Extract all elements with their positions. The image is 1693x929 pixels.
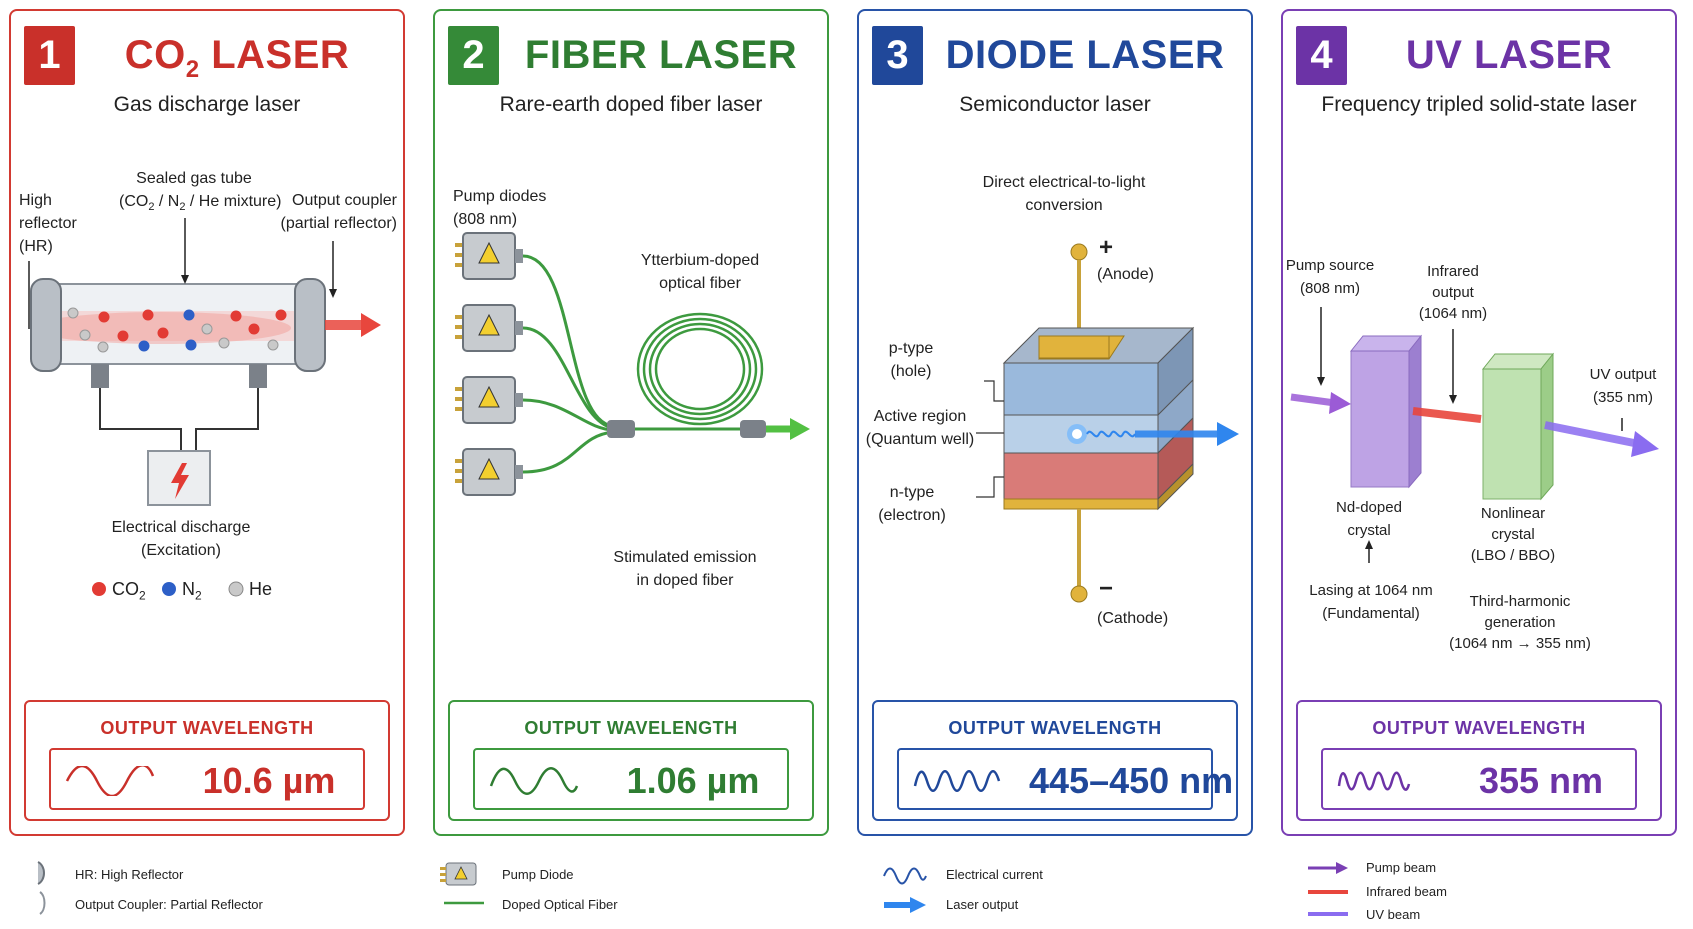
legend-pump-diode: Pump Diode [502, 867, 574, 882]
output-wavelength-value: 445–450 nm [1029, 760, 1234, 801]
pump-beam-arrowhead [1336, 862, 1348, 874]
panel-subtitle: Rare-earth doped fiber laser [499, 93, 763, 116]
output-wavelength-value: 10.6 µm [202, 760, 336, 801]
legend-n2: N2 [182, 579, 202, 603]
output-wavelength-box: OUTPUT WAVELENGTH 445–450 nm [872, 700, 1238, 821]
wave-icon [65, 766, 155, 796]
output-wavelength-label: OUTPUT WAVELENGTH [948, 718, 1162, 738]
n-type-label: n-type (electron) [878, 484, 946, 524]
cathode-sign: − [1099, 575, 1114, 602]
wave-icon [913, 770, 1001, 792]
panel-subtitle: Semiconductor laser [959, 93, 1151, 116]
panel-subtitle: Gas discharge laser [113, 93, 301, 116]
output-coupler-label: Output coupler (partial reflector) [280, 192, 397, 232]
output-wavelength-label: OUTPUT WAVELENGTH [1372, 718, 1586, 738]
output-wavelength-label: OUTPUT WAVELENGTH [524, 718, 738, 738]
output-wavelength-box: OUTPUT WAVELENGTH 355 nm [1296, 700, 1662, 821]
fiber-laser-diagram [455, 232, 810, 496]
electrical-discharge-label: Electrical discharge (Excitation) [111, 519, 251, 559]
panel-title: UV LASER [1405, 33, 1613, 77]
anode-label: (Anode) [1097, 266, 1154, 283]
pump-source-label: Pump source (808 nm) [1285, 257, 1375, 297]
gas-molecules [67, 307, 287, 353]
stimulated-emission-label: Stimulated emission in doped fiber [613, 549, 757, 589]
diode-laser-panel: 3 DIODE LASER Semiconductor laser Direct… [857, 9, 1253, 836]
uv-laser-diagram [1290, 307, 1659, 563]
output-coupler-icon [39, 891, 46, 915]
legend-infrared-beam: Infrared beam [1366, 884, 1447, 899]
panel-title: FIBER LASER [524, 33, 798, 77]
uv-laser-panel: 4 UV LASER Frequency tripled solid-state… [1281, 9, 1677, 836]
cathode-label: (Cathode) [1097, 610, 1169, 627]
infrared-output-label: Infrared output (1064 nm) [1418, 263, 1488, 322]
output-wavelength-value: 355 nm [1478, 760, 1604, 801]
co2-laser-diagram [28, 218, 381, 597]
p-type-label: p-type (hole) [888, 340, 934, 380]
pump-diode-icon [440, 862, 477, 886]
uv-output-label: UV output (355 nm) [1589, 366, 1657, 406]
legend-doped-fiber: Doped Optical Fiber [502, 897, 618, 912]
output-wavelength-value: 1.06 µm [626, 760, 760, 801]
legend-uv-beam: UV beam [1366, 907, 1421, 922]
panel-number-badge: 2 [448, 26, 499, 85]
output-wavelength-value-box: 1.06 µm [473, 748, 789, 810]
active-region-label: Active region (Quantum well) [865, 408, 975, 448]
legend-pump-beam: Pump beam [1366, 860, 1437, 875]
laser-output-arrowhead [910, 897, 926, 913]
panel-number-badge: 4 [1296, 26, 1347, 85]
legend-icons [37, 861, 1348, 916]
legend-he: He [249, 579, 273, 599]
third-harmonic-label: Third-harmonic generation (1064 nm → 355… [1449, 593, 1591, 652]
fiber-label: Ytterbium-doped optical fiber [640, 252, 760, 292]
output-wavelength-box: OUTPUT WAVELENGTH 10.6 µm [24, 700, 390, 821]
nd-crystal-label: Nd-doped crystal [1336, 499, 1402, 539]
output-wavelength-label: OUTPUT WAVELENGTH [100, 718, 314, 738]
anode-sign: + [1099, 234, 1114, 261]
panel-title: DIODE LASER [945, 33, 1225, 77]
co2-laser-panel: 1 CO2 LASER Gas discharge laser Sealed g… [9, 9, 405, 836]
legend-oc: Output Coupler: Partial Reflector [75, 897, 263, 912]
output-wavelength-value-box: 445–450 nm [897, 748, 1234, 810]
high-reflector-label: High reflector (HR) [19, 192, 77, 255]
pump-diode-icons [455, 232, 523, 496]
wave-icon [1337, 771, 1411, 791]
gas-tube-label: Sealed gas tube (CO2 / N2 / He mixture) [119, 170, 282, 214]
lasing-label: Lasing at 1064 nm (Fundamental) [1309, 582, 1433, 622]
legend-hr: HR: High Reflector [75, 867, 184, 882]
output-wavelength-value-box: 10.6 µm [49, 748, 365, 810]
fiber-laser-panel: 2 FIBER LASER Rare-earth doped fiber las… [433, 9, 829, 836]
panel-subtitle: Frequency tripled solid-state laser [1321, 93, 1637, 116]
conversion-label: Direct electrical-to-light conversion [982, 174, 1146, 214]
nonlinear-crystal-label: Nonlinear crystal (LBO / BBO) [1470, 505, 1556, 564]
output-wavelength-value-box: 355 nm [1321, 748, 1637, 810]
fiber-coil [636, 312, 764, 426]
panel-number-badge: 3 [872, 26, 923, 85]
panel-number-badge: 1 [24, 26, 75, 85]
legend-laser-output: Laser output [946, 897, 1019, 912]
pump-diodes-label: Pump diodes (808 nm) [453, 188, 547, 228]
legend-co2: CO2 [112, 579, 146, 603]
hr-mirror-icon [37, 861, 45, 885]
panel-title: CO2 LASER [124, 33, 350, 83]
wave-icon [489, 767, 579, 795]
output-wavelength-box: OUTPUT WAVELENGTH 1.06 µm [448, 700, 814, 821]
diode-laser-diagram [976, 243, 1239, 603]
electrical-current-icon [883, 867, 927, 885]
legend-electrical-current: Electrical current [946, 867, 1043, 882]
